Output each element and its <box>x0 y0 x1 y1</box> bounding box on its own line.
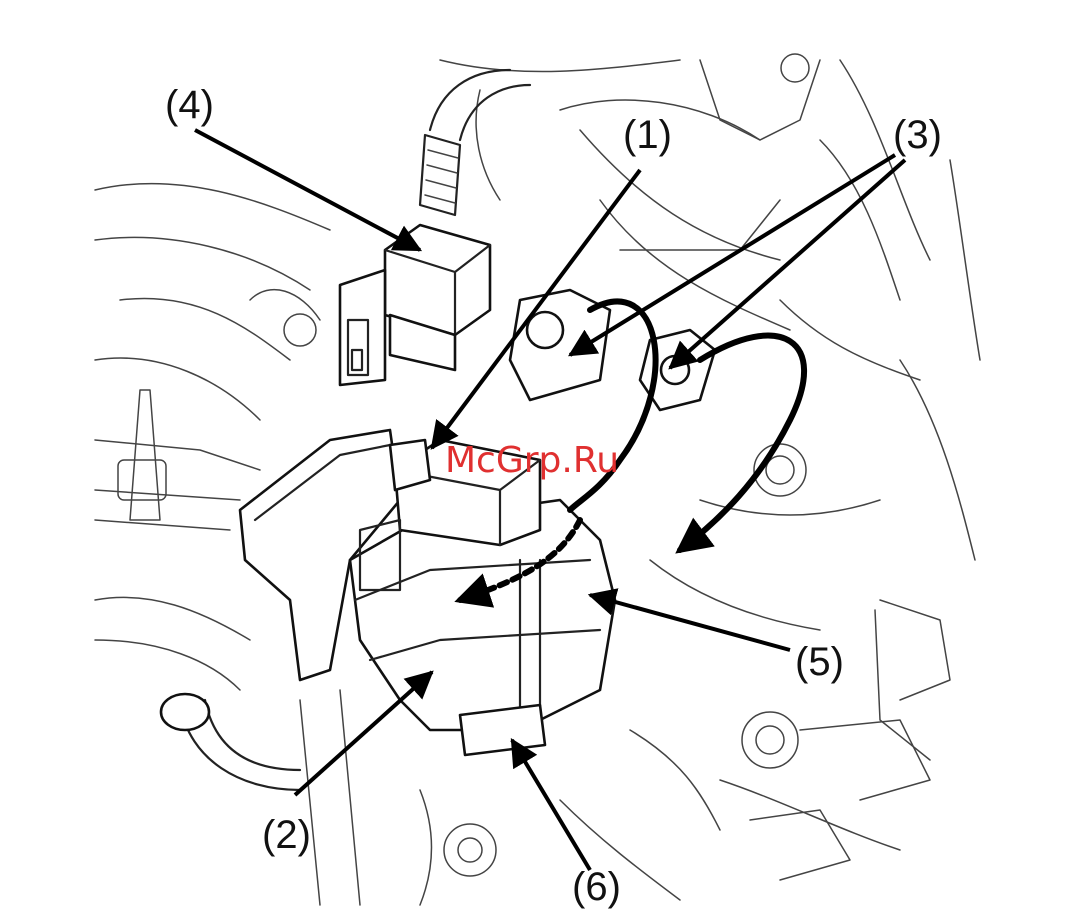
callout-2: (2) <box>262 813 311 857</box>
watermark-text: McGrp.Ru <box>445 440 619 481</box>
hose <box>161 694 300 790</box>
callout-6: (6) <box>572 865 621 909</box>
valve-assembly <box>240 290 715 755</box>
callout-1: (1) <box>623 113 672 157</box>
callout-4: (4) <box>165 83 214 127</box>
callout-5: (5) <box>795 640 844 684</box>
sensor-connector <box>340 70 530 385</box>
callout-3: (3) <box>893 113 942 157</box>
